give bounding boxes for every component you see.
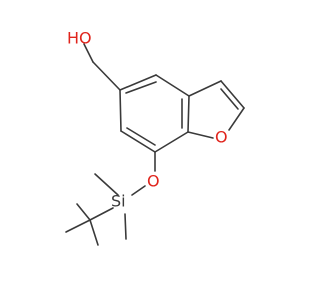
ring-oxygen-label: O	[215, 128, 228, 147]
bond-c3-c2	[220, 80, 245, 109]
bond-c6-c5	[119, 89, 122, 132]
bond-c2-o1	[228, 107, 245, 131]
molecule-structure: HO O O Si	[65, 29, 245, 246]
bond-tbu-methyl-left	[65, 219, 91, 233]
bond-tbu-methyl-up	[76, 203, 91, 221]
bond-o1-c7a	[187, 131, 214, 139]
bond-si-tbu	[89, 207, 114, 221]
bond-c4-c3a	[155, 74, 190, 97]
bond-o-si	[131, 185, 146, 196]
ether-oxygen-label: O	[147, 172, 160, 191]
bond-tbu-methyl-down	[89, 219, 99, 246]
bond-c7a-c7	[154, 131, 189, 153]
bond-c7-c6	[120, 130, 156, 153]
bond-c3a-c3	[188, 80, 222, 97]
bond-c5-c4	[119, 74, 157, 91]
bond-ho-ch2	[83, 43, 94, 63]
bond-c5-c4-inner	[125, 81, 157, 94]
bond-si-methyl-up	[94, 173, 119, 196]
hydroxyl-label: HO	[67, 29, 92, 48]
bond-c3a-c7a	[187, 95, 190, 133]
bond-c7-c6-inner	[126, 127, 156, 146]
bond-c3-c2-inner	[220, 88, 239, 110]
silicon-label: Si	[111, 192, 126, 211]
bond-ch2-c5	[92, 61, 121, 91]
bond-si-methyl-down	[124, 213, 127, 240]
